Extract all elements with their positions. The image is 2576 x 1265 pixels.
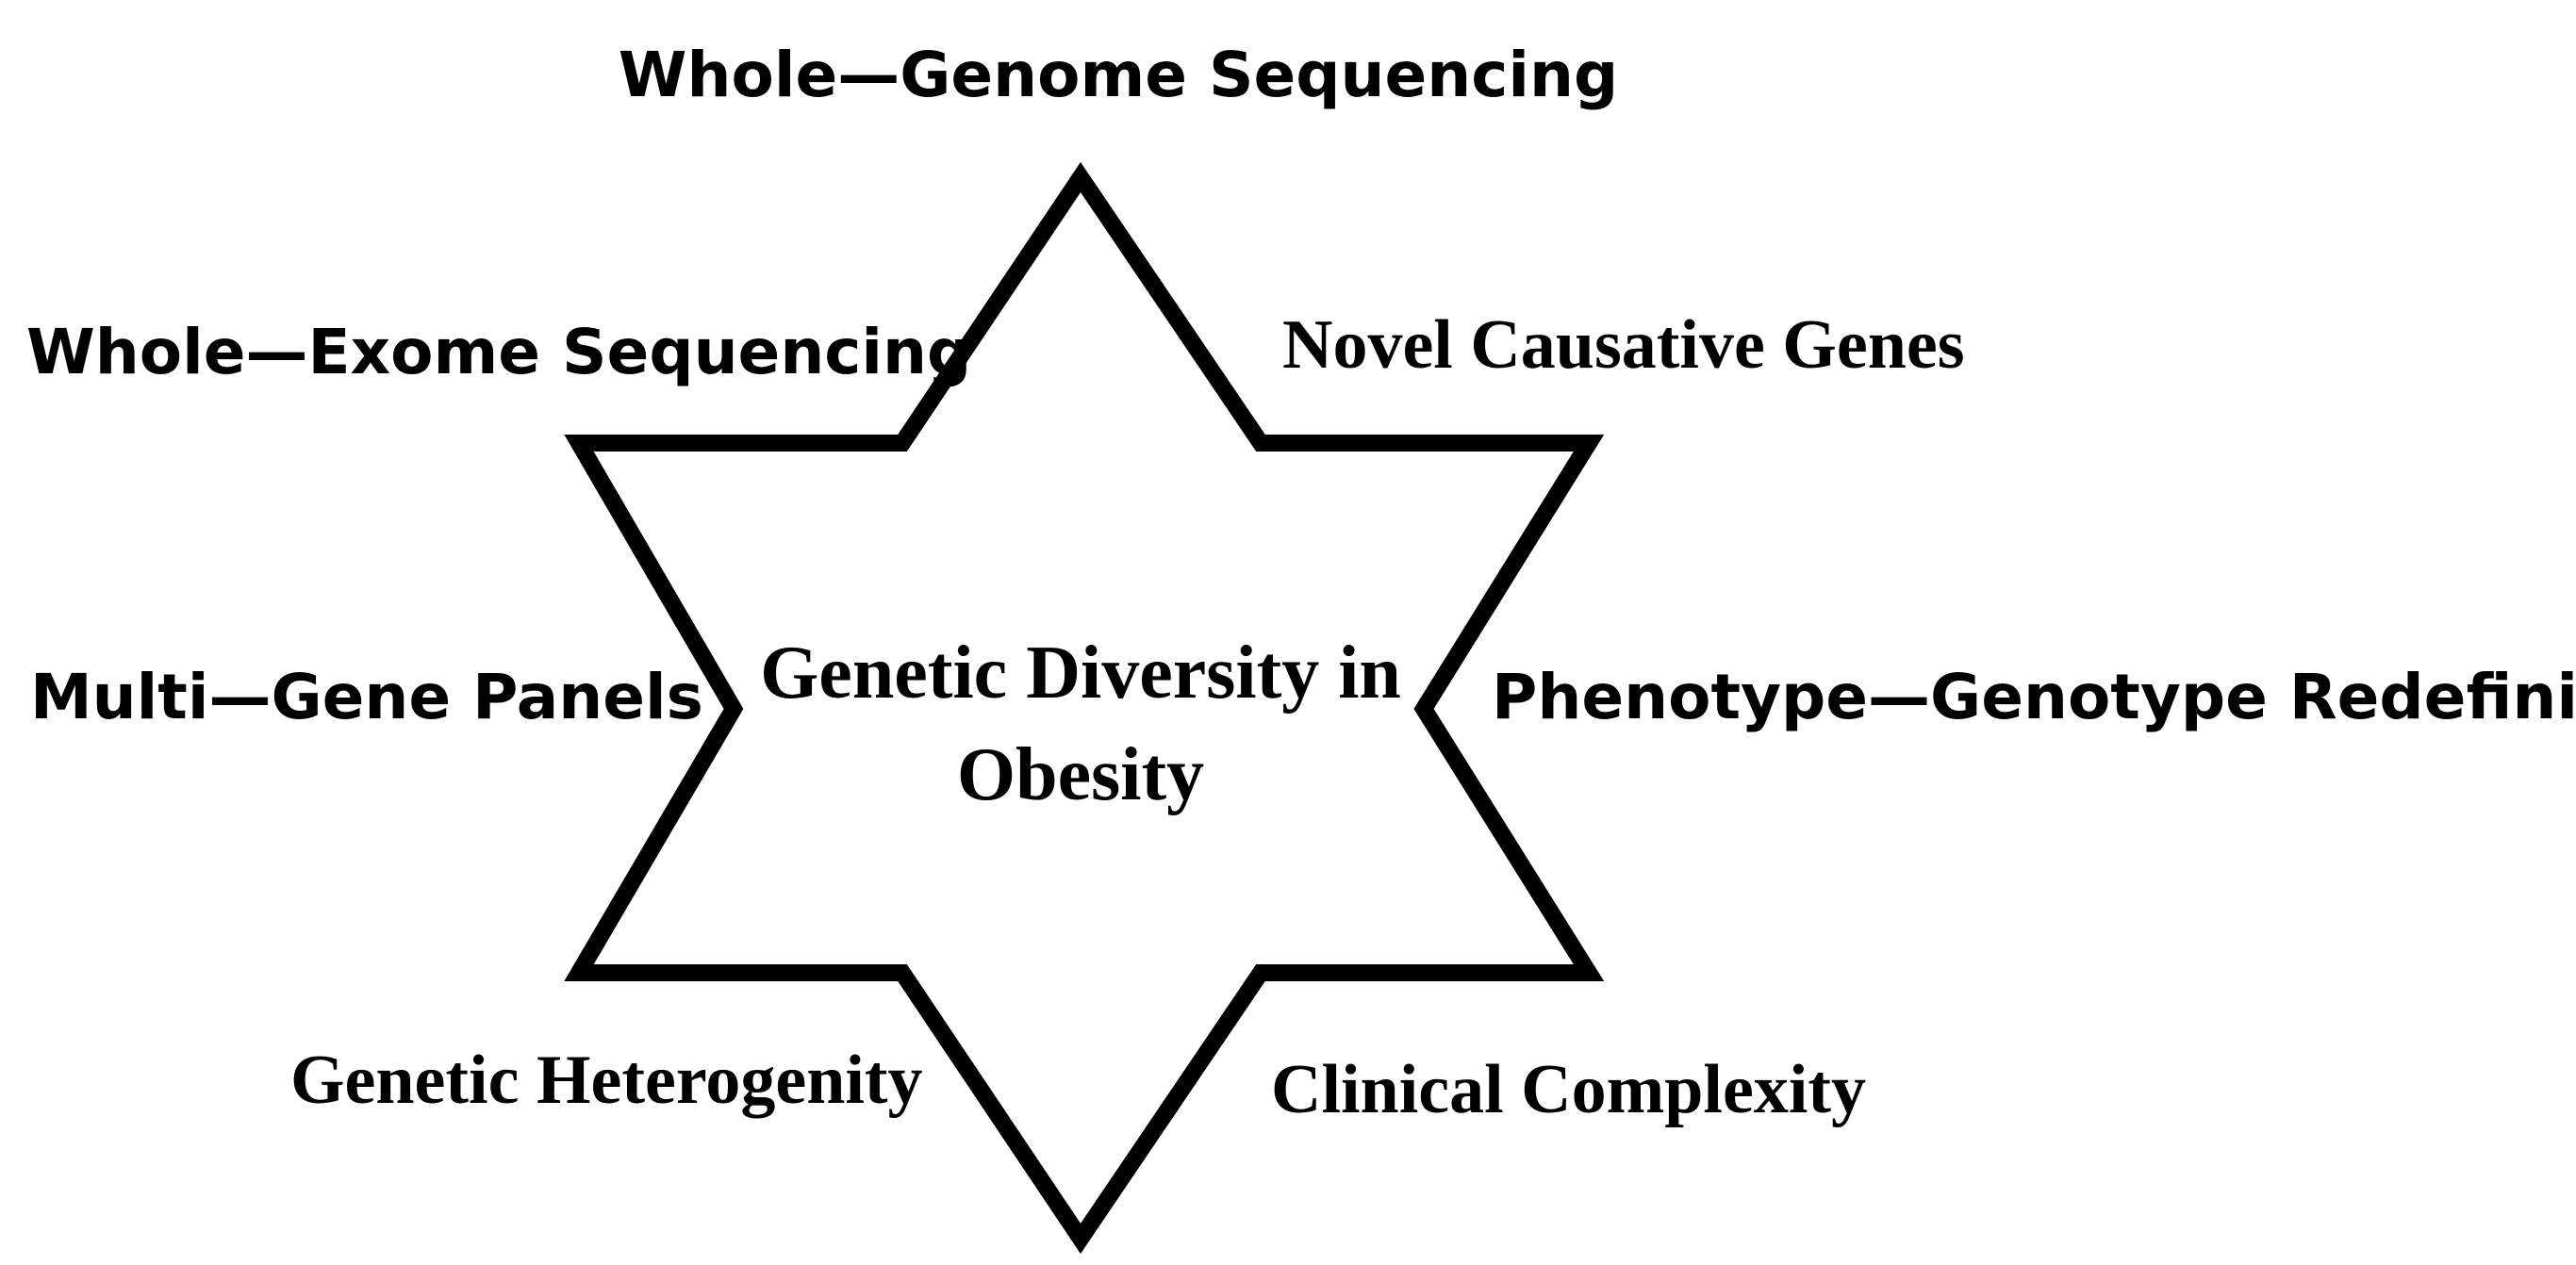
label-whole-genome-sequencing: Whole—Genome Sequencing bbox=[619, 39, 1619, 111]
label-whole-exome-sequencing: Whole—Exome Sequencing bbox=[26, 316, 971, 388]
label-clinical-complexity: Clinical Complexity bbox=[1271, 1051, 1866, 1128]
center-title-line-2: Obesity bbox=[957, 733, 1204, 816]
center-title-line-1: Genetic Diversity in bbox=[760, 632, 1401, 715]
label-novel-causative-genes: Novel Causative Genes bbox=[1282, 306, 1965, 384]
label-genetic-heterogenity: Genetic Heterogenity bbox=[290, 1042, 923, 1119]
label-multi-gene-panels: Multi—Gene Panels bbox=[30, 661, 703, 733]
six-pointed-star bbox=[564, 161, 1605, 1255]
label-phenotype-genotype-redefinition: Phenotype—Genotype Redefinition bbox=[1492, 661, 2576, 733]
